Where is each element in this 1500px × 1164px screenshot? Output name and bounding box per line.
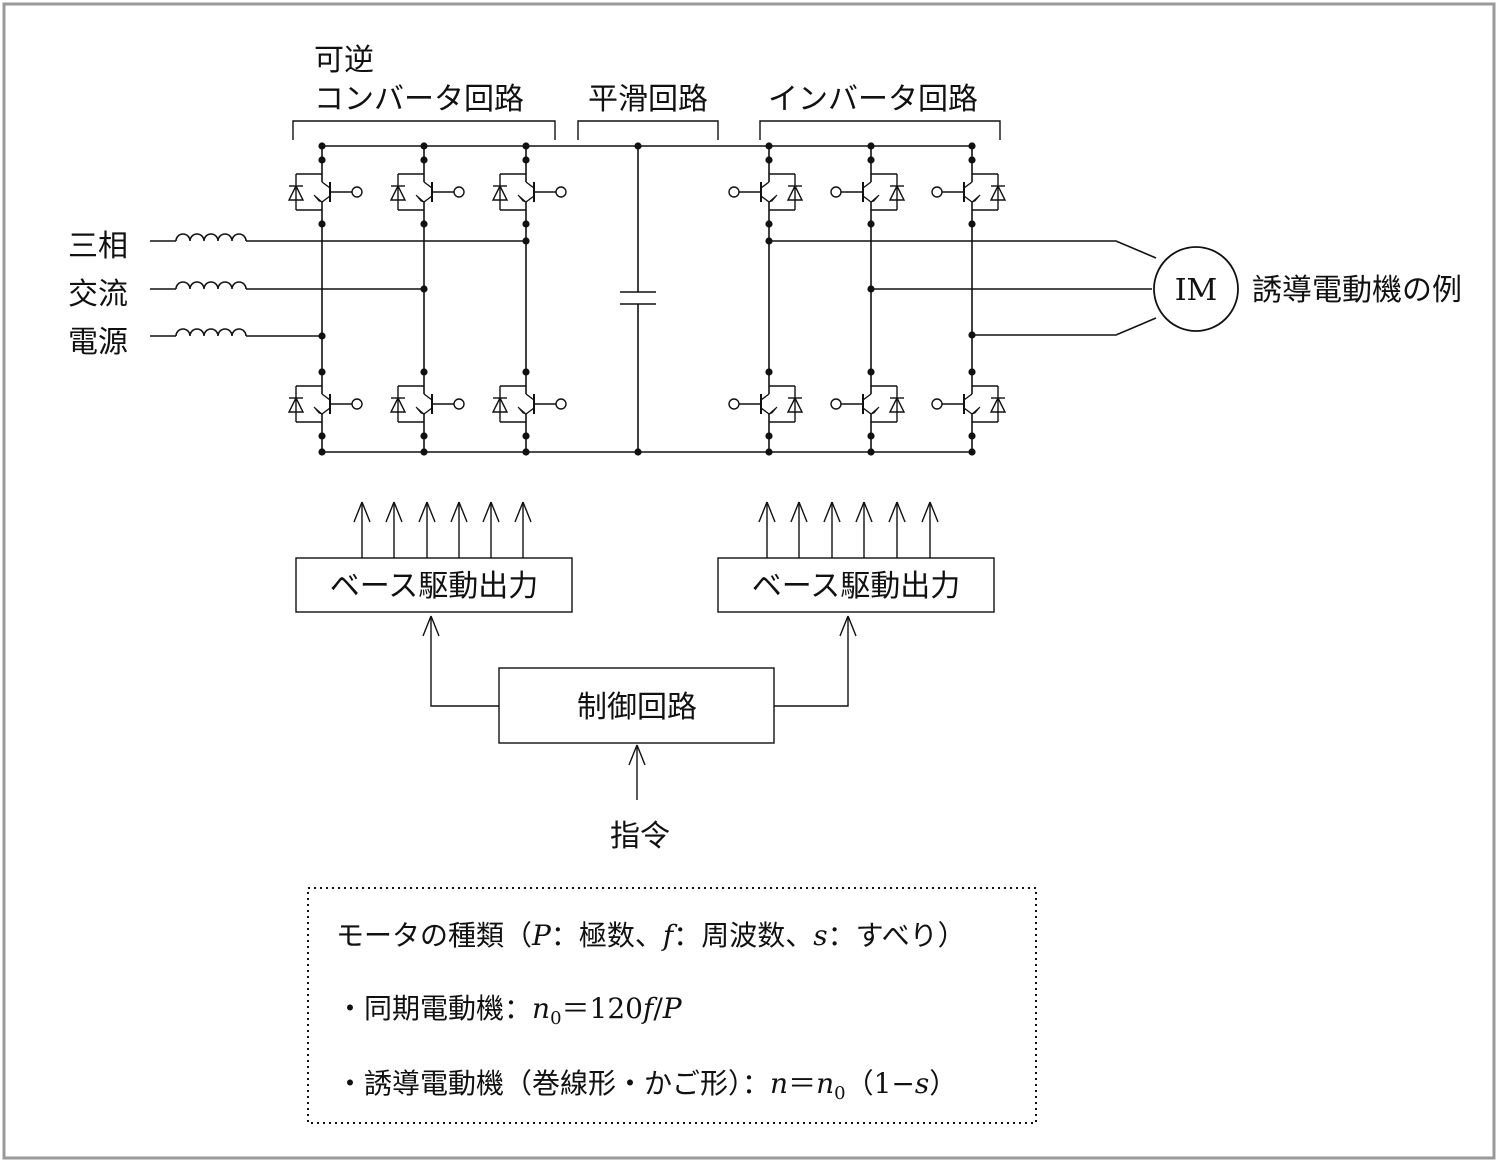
converter-lower-switch-1 xyxy=(287,368,363,440)
gate-signal-arrows xyxy=(353,501,939,558)
converter-gate-arrow-5 xyxy=(482,501,500,558)
base-drive-right-label: ベース駆動出力 xyxy=(752,569,961,604)
inverter-gate-arrow-3 xyxy=(823,501,841,558)
converter-bracket xyxy=(292,120,556,140)
ac-reactors xyxy=(175,233,247,337)
reactor-3 xyxy=(175,328,247,337)
inverter-gate-arrow-5 xyxy=(888,501,906,558)
inverter-lower-switch-2 xyxy=(830,368,906,440)
converter-legs xyxy=(287,142,567,456)
converter-label: コンバータ回路 xyxy=(314,82,524,117)
reactor-2 xyxy=(175,281,247,290)
reactor-1 xyxy=(175,233,247,242)
converter-lower-switch-3 xyxy=(491,368,567,440)
inverter-upper-switch-2 xyxy=(830,156,906,228)
inverter-lower-switch-1 xyxy=(728,368,804,440)
command-label: 指令 xyxy=(610,819,670,854)
base-drive-left-box xyxy=(295,557,573,613)
inverter-gate-arrow-1 xyxy=(758,501,776,558)
smoothing-label: 平滑回路 xyxy=(588,82,708,117)
converter-upper-switch-2 xyxy=(389,156,465,228)
inverter-legs xyxy=(728,142,1007,456)
inverter-gate-arrow-4 xyxy=(855,501,873,558)
source-label-line3: 電源 xyxy=(68,325,128,360)
converter-gate-arrow-2 xyxy=(385,501,403,558)
induction-motor: IM xyxy=(1153,246,1239,332)
motor-label: IM xyxy=(1175,273,1218,308)
synchronous-motor-formula: ・同期電動機：n0＝120f/P xyxy=(336,992,683,1029)
command-input-arrow xyxy=(628,744,646,800)
induction-motor-formula: ・誘導電動機（巻線形・かご形）：n＝n0（1−s） xyxy=(336,1067,957,1104)
control-to-right-drive-arrow xyxy=(774,615,857,707)
converter-upper-switch-1 xyxy=(287,156,363,228)
inverter-gate-arrow-2 xyxy=(790,501,808,558)
converter-lower-switch-2 xyxy=(389,368,465,440)
inverter-bracket xyxy=(759,120,1001,140)
control-circuit-box xyxy=(498,667,775,744)
inverter-label: インバータ回路 xyxy=(768,82,978,117)
inverter-lower-switch-3 xyxy=(931,368,1007,440)
source-label-line1: 三相 xyxy=(68,229,128,264)
converter-gate-arrow-6 xyxy=(514,501,532,558)
motor-types-note-box xyxy=(307,887,1037,1124)
base-drive-right-box xyxy=(717,557,995,613)
inverter-upper-switch-3 xyxy=(931,156,1007,228)
inverter-upper-switch-1 xyxy=(728,156,804,228)
control-circuit-label: 制御回路 xyxy=(577,690,697,725)
motor-example-label: 誘導電動機の例 xyxy=(1252,273,1462,308)
inverter-gate-arrow-6 xyxy=(921,501,939,558)
base-drive-left-label: ベース駆動出力 xyxy=(330,569,539,604)
smoothing-bracket xyxy=(577,120,719,140)
control-to-left-drive-arrow xyxy=(422,615,499,707)
motor-types-title: モータの種類（P：極数、f：周波数、s：すべり） xyxy=(336,919,966,952)
smoothing-capacitor xyxy=(620,142,656,456)
source-label-line2: 交流 xyxy=(68,277,128,312)
control-arrows xyxy=(422,615,857,800)
converter-upper-switch-3 xyxy=(491,156,567,228)
converter-prefix-label: 可逆 xyxy=(314,43,374,78)
converter-gate-arrow-4 xyxy=(450,501,468,558)
motor-connection xyxy=(765,237,1157,339)
converter-gate-arrow-3 xyxy=(418,501,436,558)
converter-gate-arrow-1 xyxy=(353,501,371,558)
three-phase-source: 三相 交流 電源 xyxy=(68,229,530,360)
